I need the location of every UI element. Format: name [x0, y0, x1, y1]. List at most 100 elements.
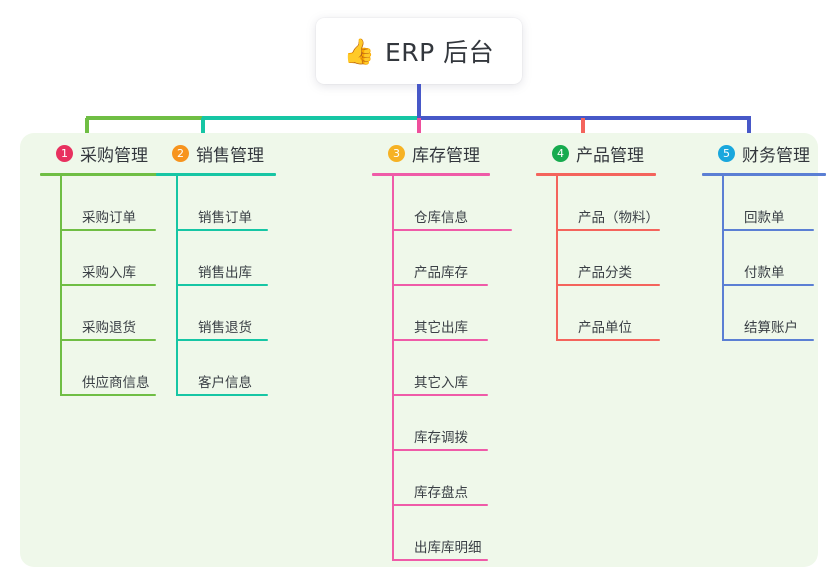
list-item-rule: [392, 504, 488, 506]
list-item-label: 供应商信息: [82, 375, 150, 391]
list-item-rule: [392, 559, 488, 561]
column-badge-2: 2: [172, 144, 189, 162]
list-item-label: 付款单: [744, 265, 785, 281]
list-item-rule: [722, 284, 814, 286]
list-item[interactable]: 采购订单: [60, 176, 166, 231]
column-items-4: 产品（物料） 产品分类产品单位: [556, 176, 660, 341]
list-item-rule: [392, 229, 512, 231]
list-item-label: 出库库明细: [414, 540, 482, 556]
list-item-label: 产品库存: [414, 265, 468, 281]
list-item-label: 其它出库: [414, 320, 468, 336]
list-item-rule: [722, 339, 814, 341]
column-badge-1: 1: [56, 144, 73, 162]
column-spine-5: [722, 176, 724, 341]
column-badge-3: 3: [388, 144, 405, 162]
column-title-3: 库存管理: [412, 145, 480, 166]
list-item-label: 采购订单: [82, 210, 136, 226]
list-item-label: 销售出库: [198, 265, 252, 281]
list-item-rule: [722, 229, 814, 231]
list-item-rule: [176, 284, 268, 286]
list-item[interactable]: 产品单位: [556, 286, 660, 341]
list-item-label: 产品单位: [578, 320, 632, 336]
column-spine-3: [392, 176, 394, 561]
column-title-4: 产品管理: [576, 145, 644, 166]
list-item-rule: [556, 284, 660, 286]
column-header-5[interactable]: 5 财务管理: [700, 133, 826, 173]
column-spine-4: [556, 176, 558, 341]
list-item-label: 采购入库: [82, 265, 136, 281]
list-item[interactable]: 出库库明细: [392, 506, 490, 561]
column-5: 5 财务管理回款单付款单结算账户: [700, 133, 826, 341]
column-badge-5: 5: [718, 144, 735, 162]
list-item-label: 库存盘点: [414, 485, 468, 501]
list-item[interactable]: 销售订单: [176, 176, 276, 231]
list-item[interactable]: 采购退货: [60, 286, 166, 341]
list-item[interactable]: 库存盘点: [392, 451, 490, 506]
column-1: 1 采购管理采购订单采购入库采购退货供应商信息: [38, 133, 166, 396]
list-item-label: 回款单: [744, 210, 785, 226]
list-item[interactable]: 产品（物料）: [556, 176, 660, 231]
column-items-3: 仓库信息产品库存其它出库其它入库库存调拨库存盘点出库库明细: [392, 176, 512, 561]
column-badge-4: 4: [552, 144, 569, 162]
list-item-rule: [556, 339, 660, 341]
list-item-rule: [392, 284, 488, 286]
thumbs-up-icon: 👍: [343, 36, 375, 66]
list-item[interactable]: 客户信息: [176, 341, 276, 396]
column-header-rule-3: [372, 173, 490, 176]
column-title-1: 采购管理: [80, 145, 148, 166]
list-item-rule: [176, 394, 268, 396]
column-header-rule-4: [536, 173, 656, 176]
list-item[interactable]: 其它出库: [392, 286, 490, 341]
column-spine-1: [60, 176, 62, 396]
column-items-2: 销售订单销售出库销售退货客户信息: [176, 176, 276, 396]
list-item[interactable]: 采购入库: [60, 231, 166, 286]
column-spine-2: [176, 176, 178, 396]
list-item[interactable]: 供应商信息: [60, 341, 166, 396]
list-item-rule: [176, 229, 268, 231]
list-item[interactable]: 结算账户: [722, 286, 826, 341]
list-item-rule: [60, 284, 156, 286]
list-item-label: 产品分类: [578, 265, 632, 281]
list-item[interactable]: 回款单: [722, 176, 826, 231]
list-item-label: 销售订单: [198, 210, 252, 226]
list-item[interactable]: 销售退货: [176, 286, 276, 341]
list-item[interactable]: 仓库信息: [392, 176, 512, 231]
column-items-5: 回款单付款单结算账户: [722, 176, 826, 341]
list-item-rule: [60, 229, 156, 231]
root-node[interactable]: 👍 ERP 后台: [316, 18, 522, 84]
list-item[interactable]: 产品库存: [392, 231, 490, 286]
list-item-rule: [392, 394, 488, 396]
list-item[interactable]: 付款单: [722, 231, 826, 286]
list-item[interactable]: 其它入库: [392, 341, 490, 396]
column-header-3[interactable]: 3 库存管理: [370, 133, 490, 173]
column-header-rule-2: [156, 173, 276, 176]
column-header-4[interactable]: 4 产品管理: [534, 133, 659, 173]
list-item-rule: [392, 339, 488, 341]
content-panel: [20, 133, 818, 567]
list-item[interactable]: 销售出库: [176, 231, 276, 286]
root-title: ERP 后台: [384, 38, 495, 67]
column-header-rule-1: [40, 173, 166, 176]
list-item-label: 产品（物料）: [578, 210, 659, 226]
list-item-rule: [556, 229, 660, 231]
list-item-label: 其它入库: [414, 375, 468, 391]
list-item[interactable]: 产品分类: [556, 231, 660, 286]
list-item-label: 客户信息: [198, 375, 252, 391]
list-item-label: 仓库信息: [414, 210, 468, 226]
list-item[interactable]: 库存调拨: [392, 396, 490, 451]
list-item-label: 销售退货: [198, 320, 252, 336]
column-header-rule-5: [702, 173, 826, 176]
list-item-label: 采购退货: [82, 320, 136, 336]
column-4: 4 产品管理产品（物料） 产品分类产品单位: [534, 133, 660, 341]
list-item-label: 结算账户: [744, 320, 798, 336]
column-title-5: 财务管理: [742, 145, 810, 166]
list-item-rule: [60, 394, 156, 396]
column-header-1[interactable]: 1 采购管理: [38, 133, 166, 173]
column-items-1: 采购订单采购入库采购退货供应商信息: [60, 176, 166, 396]
list-item-rule: [392, 449, 488, 451]
list-item-rule: [60, 339, 156, 341]
